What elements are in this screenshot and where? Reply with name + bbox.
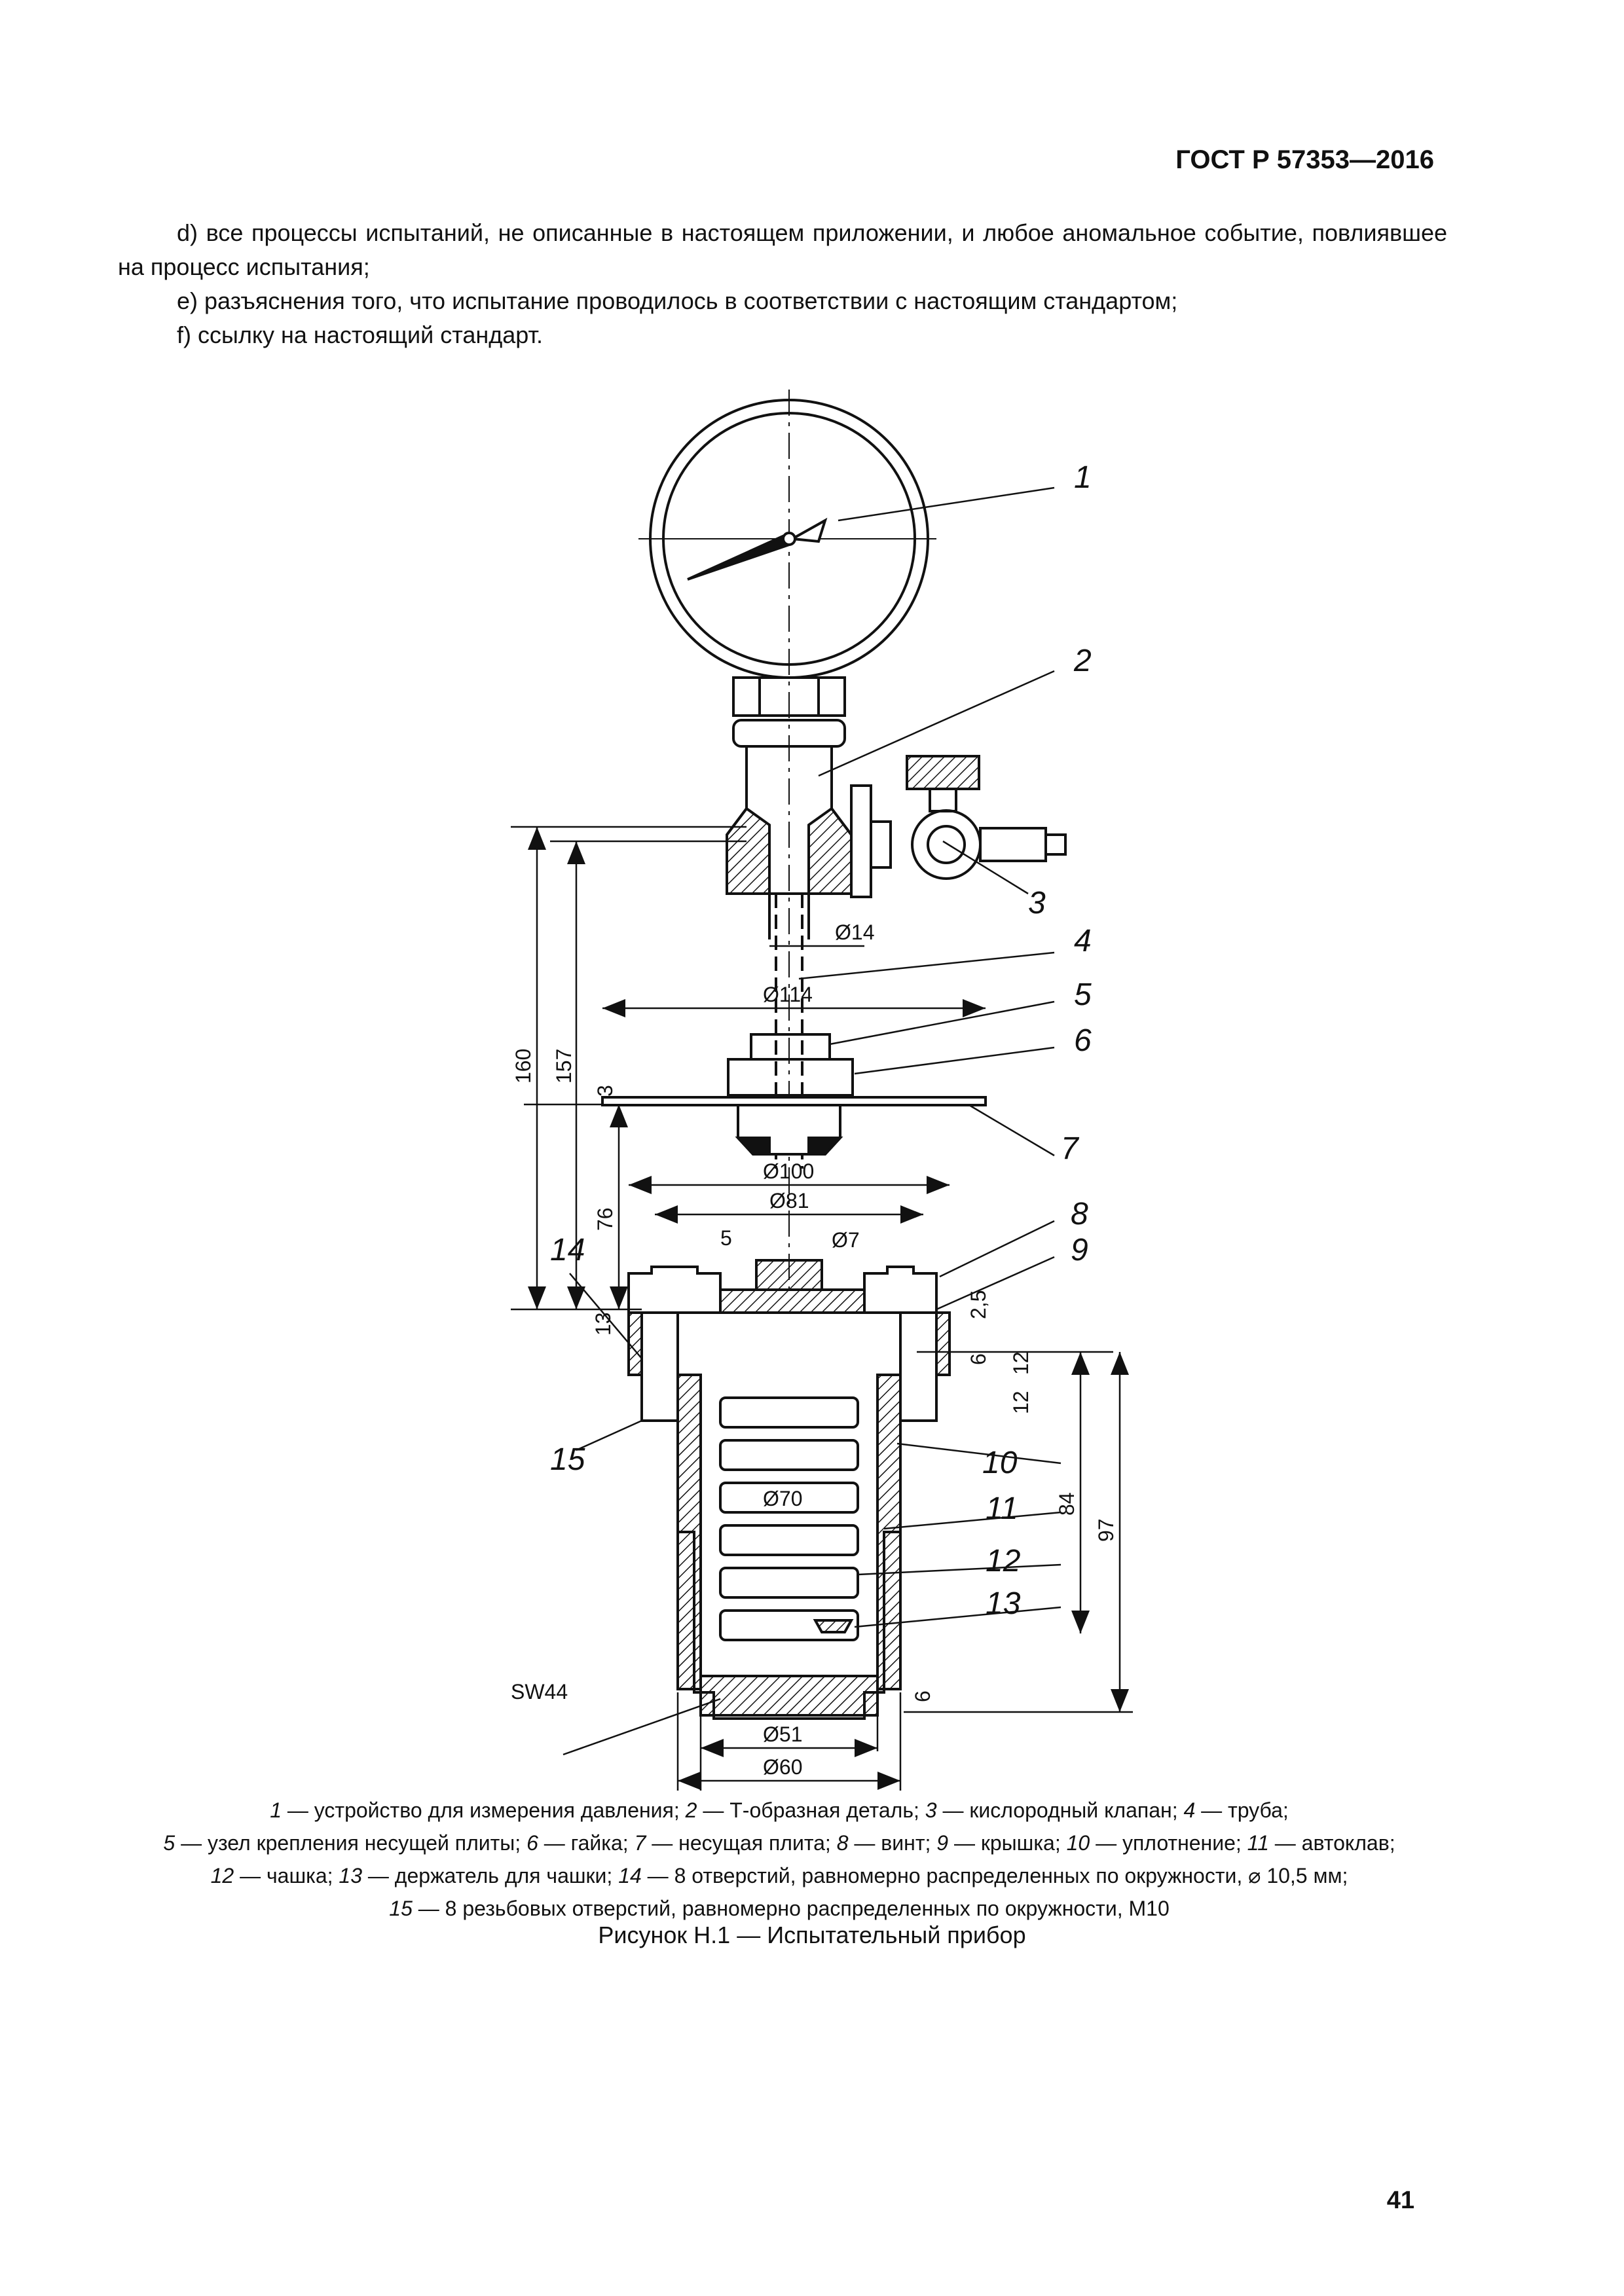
- list-item-d: d) все процессы испытаний, не описанные …: [118, 219, 1447, 280]
- tube: [768, 894, 810, 1169]
- dim-160: 160: [511, 1049, 535, 1084]
- dim-84: 84: [1055, 1492, 1079, 1516]
- t-piece: [726, 719, 853, 895]
- dim-d60: Ø60: [763, 1755, 802, 1779]
- dim-3: 3: [593, 1085, 617, 1097]
- dim-6-top: 6: [967, 1353, 990, 1365]
- dim-sw44: SW44: [511, 1680, 568, 1704]
- requirements-list: d) все процессы испытаний, не описанные …: [118, 216, 1447, 352]
- dim-d81: Ø81: [769, 1189, 809, 1212]
- dim-d70: Ø70: [763, 1487, 802, 1510]
- legend-text-14: — 8 отверстий, равномерно распределенных…: [641, 1864, 1249, 1887]
- dim-12-a: 12: [1009, 1351, 1033, 1375]
- callout-12: 12: [986, 1544, 1020, 1578]
- legend-text-6: — гайка;: [538, 1831, 635, 1855]
- legend-num-1: 1: [270, 1798, 282, 1822]
- page-number: 41: [1386, 2187, 1414, 2214]
- legend-text-4: — труба;: [1195, 1798, 1289, 1822]
- legend-num-8: 8: [836, 1831, 849, 1855]
- dim-13: 13: [591, 1312, 615, 1336]
- dim-d7: Ø7: [832, 1228, 860, 1252]
- legend-text-10: — уплотнение;: [1090, 1831, 1247, 1855]
- figure-legend: 1 — устройство для измерения давления; 2…: [105, 1794, 1454, 1925]
- legend-text-3: — кислородный клапан;: [936, 1798, 1184, 1822]
- callout-6: 6: [1074, 1023, 1092, 1058]
- autoclave-body: [676, 1372, 902, 1720]
- legend-text-15: — 8 резьбовых отверстий, равномерно расп…: [412, 1897, 1170, 1920]
- list-item-e: e) разъяснения того, что испытание прово…: [177, 287, 1178, 314]
- legend-text-2: — Т-образная деталь;: [697, 1798, 925, 1822]
- callout-4: 4: [1074, 924, 1092, 958]
- callout-8: 8: [1071, 1197, 1088, 1231]
- legend-text-9: — крышка;: [948, 1831, 1067, 1855]
- dim-5: 5: [720, 1226, 732, 1250]
- callout-11: 11: [986, 1491, 1018, 1526]
- dim-12-b: 12: [1009, 1391, 1033, 1414]
- legend-text-5: — узел крепления несущей плиты;: [175, 1831, 527, 1855]
- legend-text-14-diameter: ⌀ 10,5 мм;: [1248, 1864, 1348, 1887]
- callout-10: 10: [982, 1446, 1018, 1480]
- legend-text-12: — чашка;: [234, 1864, 339, 1887]
- oxygen-valve: [850, 755, 1067, 898]
- callout-1: 1: [1074, 460, 1092, 495]
- dim-97: 97: [1094, 1518, 1118, 1542]
- dim-d14: Ø14: [835, 920, 874, 944]
- dim-76: 76: [593, 1207, 617, 1231]
- legend-num-2: 2: [685, 1798, 697, 1822]
- callout-14: 14: [550, 1233, 585, 1267]
- callout-5: 5: [1074, 977, 1092, 1012]
- callout-15: 15: [550, 1442, 585, 1477]
- legend-num-7: 7: [634, 1831, 646, 1855]
- legend-num-4: 4: [1183, 1798, 1196, 1822]
- dim-2-5: 2,5: [967, 1290, 990, 1319]
- callout-9: 9: [1071, 1233, 1088, 1267]
- legend-text-13: — держатель для чашки;: [362, 1864, 619, 1887]
- dim-6-bottom: 6: [911, 1690, 934, 1702]
- dim-d51: Ø51: [763, 1722, 802, 1746]
- list-item-f: f) ссылку на настоящий стандарт.: [177, 321, 544, 348]
- legend-num-3: 3: [925, 1798, 937, 1822]
- legend-num-9: 9: [936, 1831, 949, 1855]
- callout-7: 7: [1061, 1131, 1080, 1166]
- legend-text-11: — автоклав;: [1268, 1831, 1395, 1855]
- legend-num-14: 14: [618, 1864, 642, 1887]
- document-header: ГОСТ Р 57353—2016: [1175, 145, 1434, 174]
- dim-d114: Ø114: [763, 983, 813, 1006]
- legend-num-15: 15: [389, 1897, 413, 1920]
- dim-157: 157: [552, 1049, 576, 1084]
- legend-text-7: — несущая плита;: [646, 1831, 837, 1855]
- legend-num-5: 5: [163, 1831, 175, 1855]
- legend-text-1: — устройство для измерения давления;: [282, 1798, 686, 1822]
- cup-holder: [719, 1396, 859, 1641]
- legend-num-13: 13: [339, 1864, 363, 1887]
- technical-drawing: 1 2 3 4 5 6 7 8 9 10 11 12 13 14 15 Ø14 …: [511, 390, 1133, 1791]
- legend-text-8: — винт;: [848, 1831, 937, 1855]
- legend-num-6: 6: [526, 1831, 538, 1855]
- callout-3: 3: [1028, 886, 1046, 920]
- figure-title: Рисунок Н.1 — Испытательный прибор: [598, 1922, 1026, 1948]
- legend-num-12: 12: [210, 1864, 234, 1887]
- dim-d100: Ø100: [763, 1159, 814, 1183]
- legend-num-10: 10: [1066, 1831, 1090, 1855]
- callout-13: 13: [986, 1586, 1021, 1621]
- callout-2: 2: [1073, 644, 1092, 678]
- legend-num-11: 11: [1247, 1831, 1269, 1855]
